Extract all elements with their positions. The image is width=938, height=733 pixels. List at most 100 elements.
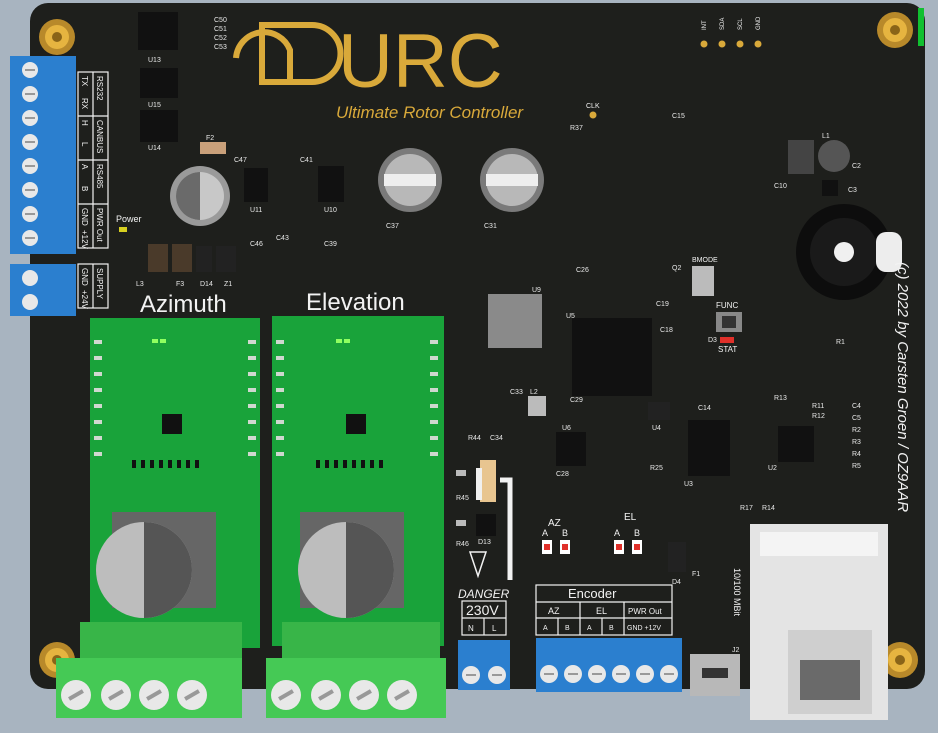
ref-label: C5 bbox=[852, 415, 861, 422]
terminal-label-frame bbox=[77, 71, 109, 309]
i2c-testpoint bbox=[754, 40, 762, 48]
encoder-screw-slot bbox=[664, 673, 674, 675]
encoder-leds bbox=[542, 540, 642, 554]
terminal-group-label: PWR Out bbox=[95, 208, 104, 243]
board-edge-marker bbox=[918, 8, 924, 46]
bmode-switch bbox=[692, 266, 714, 296]
module-pad bbox=[276, 404, 284, 408]
module-pad bbox=[430, 356, 438, 360]
ref-u6: U6 bbox=[562, 425, 571, 432]
buzzer bbox=[796, 204, 902, 300]
ref-r14: R14 bbox=[762, 505, 775, 512]
module-pad bbox=[94, 452, 102, 456]
logo-d-mark bbox=[259, 22, 344, 85]
ref-c46: C46 bbox=[250, 241, 263, 248]
ic-u11 bbox=[244, 168, 268, 202]
ref-c51: C51 bbox=[214, 26, 227, 33]
ref-r25: R25 bbox=[650, 465, 663, 472]
elevation-driver-module bbox=[272, 316, 444, 646]
module-pad bbox=[430, 372, 438, 376]
ref-r44: R44 bbox=[468, 435, 481, 442]
encoder-pin: A bbox=[587, 625, 592, 632]
ref-u3: U3 bbox=[684, 481, 693, 488]
module-resistor bbox=[168, 460, 172, 468]
ref-label: C4 bbox=[852, 403, 861, 410]
encoder-title: Encoder bbox=[568, 586, 617, 601]
danger-pin-l: L bbox=[492, 624, 497, 633]
enc-led-el-a: A bbox=[614, 528, 620, 538]
encoder-screw-slot bbox=[568, 673, 578, 675]
module-pad bbox=[276, 372, 284, 376]
danger-pin-n: N bbox=[468, 624, 474, 633]
isolation-line bbox=[500, 477, 513, 580]
ref-q2: Q2 bbox=[672, 265, 681, 272]
module-pad bbox=[248, 452, 256, 456]
module-resistor bbox=[352, 460, 356, 468]
ic-u13 bbox=[138, 12, 178, 50]
module-resistor bbox=[316, 460, 320, 468]
module-pad bbox=[248, 356, 256, 360]
encoder-screw-slot bbox=[616, 673, 626, 675]
enc-led-az-label: AZ bbox=[548, 518, 561, 529]
module-pad bbox=[94, 420, 102, 424]
plug-screw-slot bbox=[318, 689, 334, 701]
ref-c43: C43 bbox=[276, 235, 289, 242]
terminal-pin-label: RX bbox=[80, 98, 89, 110]
ref-c50: C50 bbox=[214, 17, 227, 24]
terminal-pin-label: B bbox=[80, 186, 89, 191]
ic-u3 bbox=[688, 420, 730, 476]
supply-pin-label: GND bbox=[80, 268, 89, 286]
module-pad bbox=[276, 452, 284, 456]
ic-u6 bbox=[556, 432, 586, 466]
mounting-hole-br bbox=[882, 642, 918, 678]
crystal-u4 bbox=[648, 402, 670, 420]
ref-label: R2 bbox=[852, 427, 861, 434]
supply-terminal-block bbox=[10, 264, 76, 316]
ref-u11: U11 bbox=[250, 207, 262, 214]
terminal-screw-slot bbox=[25, 213, 35, 215]
ref-d4: D4 bbox=[672, 579, 681, 586]
enc-led-el-label: EL bbox=[624, 512, 637, 523]
ref-c18: C18 bbox=[660, 327, 673, 334]
power-led-label: Power bbox=[116, 214, 142, 224]
terminal-pin-label: GND bbox=[80, 208, 89, 226]
ref-l2: L2 bbox=[530, 389, 538, 396]
encoder-pin: B bbox=[609, 625, 614, 632]
module-pad bbox=[248, 340, 256, 344]
encoder-screw-slot bbox=[640, 673, 650, 675]
ethernet-phy-u2 bbox=[778, 426, 814, 462]
i2c-pin-label: SCL bbox=[738, 18, 744, 30]
i2c-pin-label: SDA bbox=[720, 18, 726, 30]
ref-c28: C28 bbox=[556, 471, 569, 478]
ref-u5: U5 bbox=[566, 313, 575, 320]
ethernet-jack bbox=[750, 524, 888, 720]
ref-r37: R37 bbox=[570, 125, 583, 132]
module-pad bbox=[430, 404, 438, 408]
ref-c10: C10 bbox=[774, 183, 787, 190]
encoder-label-frame bbox=[535, 584, 673, 636]
azimuth-label: Azimuth bbox=[140, 291, 227, 318]
terminal-screw-slot bbox=[25, 141, 35, 143]
elevation-label: Elevation bbox=[306, 289, 405, 316]
logo-title: URC bbox=[338, 19, 503, 104]
module-pad bbox=[276, 356, 284, 360]
i2c-testpoint bbox=[736, 40, 744, 48]
mcu-u5 bbox=[572, 318, 652, 396]
terminal-group-label: RS232 bbox=[95, 76, 104, 101]
module-pad bbox=[94, 340, 102, 344]
logo-tagline: Ultimate Rotor Controller bbox=[336, 103, 524, 122]
ref-l1: L1 bbox=[822, 133, 830, 140]
ref-label: R4 bbox=[852, 451, 861, 458]
ref-d13: D13 bbox=[478, 539, 491, 546]
module-pad bbox=[94, 356, 102, 360]
module-pad bbox=[276, 388, 284, 392]
ref-r45: R45 bbox=[456, 495, 469, 502]
i2c-pin-label: INT bbox=[702, 20, 708, 30]
module-resistor bbox=[159, 460, 163, 468]
ref-c14: C14 bbox=[698, 405, 711, 412]
ref-r13: R13 bbox=[774, 395, 787, 402]
left-terminal-block bbox=[10, 56, 76, 254]
encoder-screw-slot bbox=[544, 673, 554, 675]
terminal-pin-label: +12V bbox=[80, 230, 89, 250]
module-resistor bbox=[141, 460, 145, 468]
